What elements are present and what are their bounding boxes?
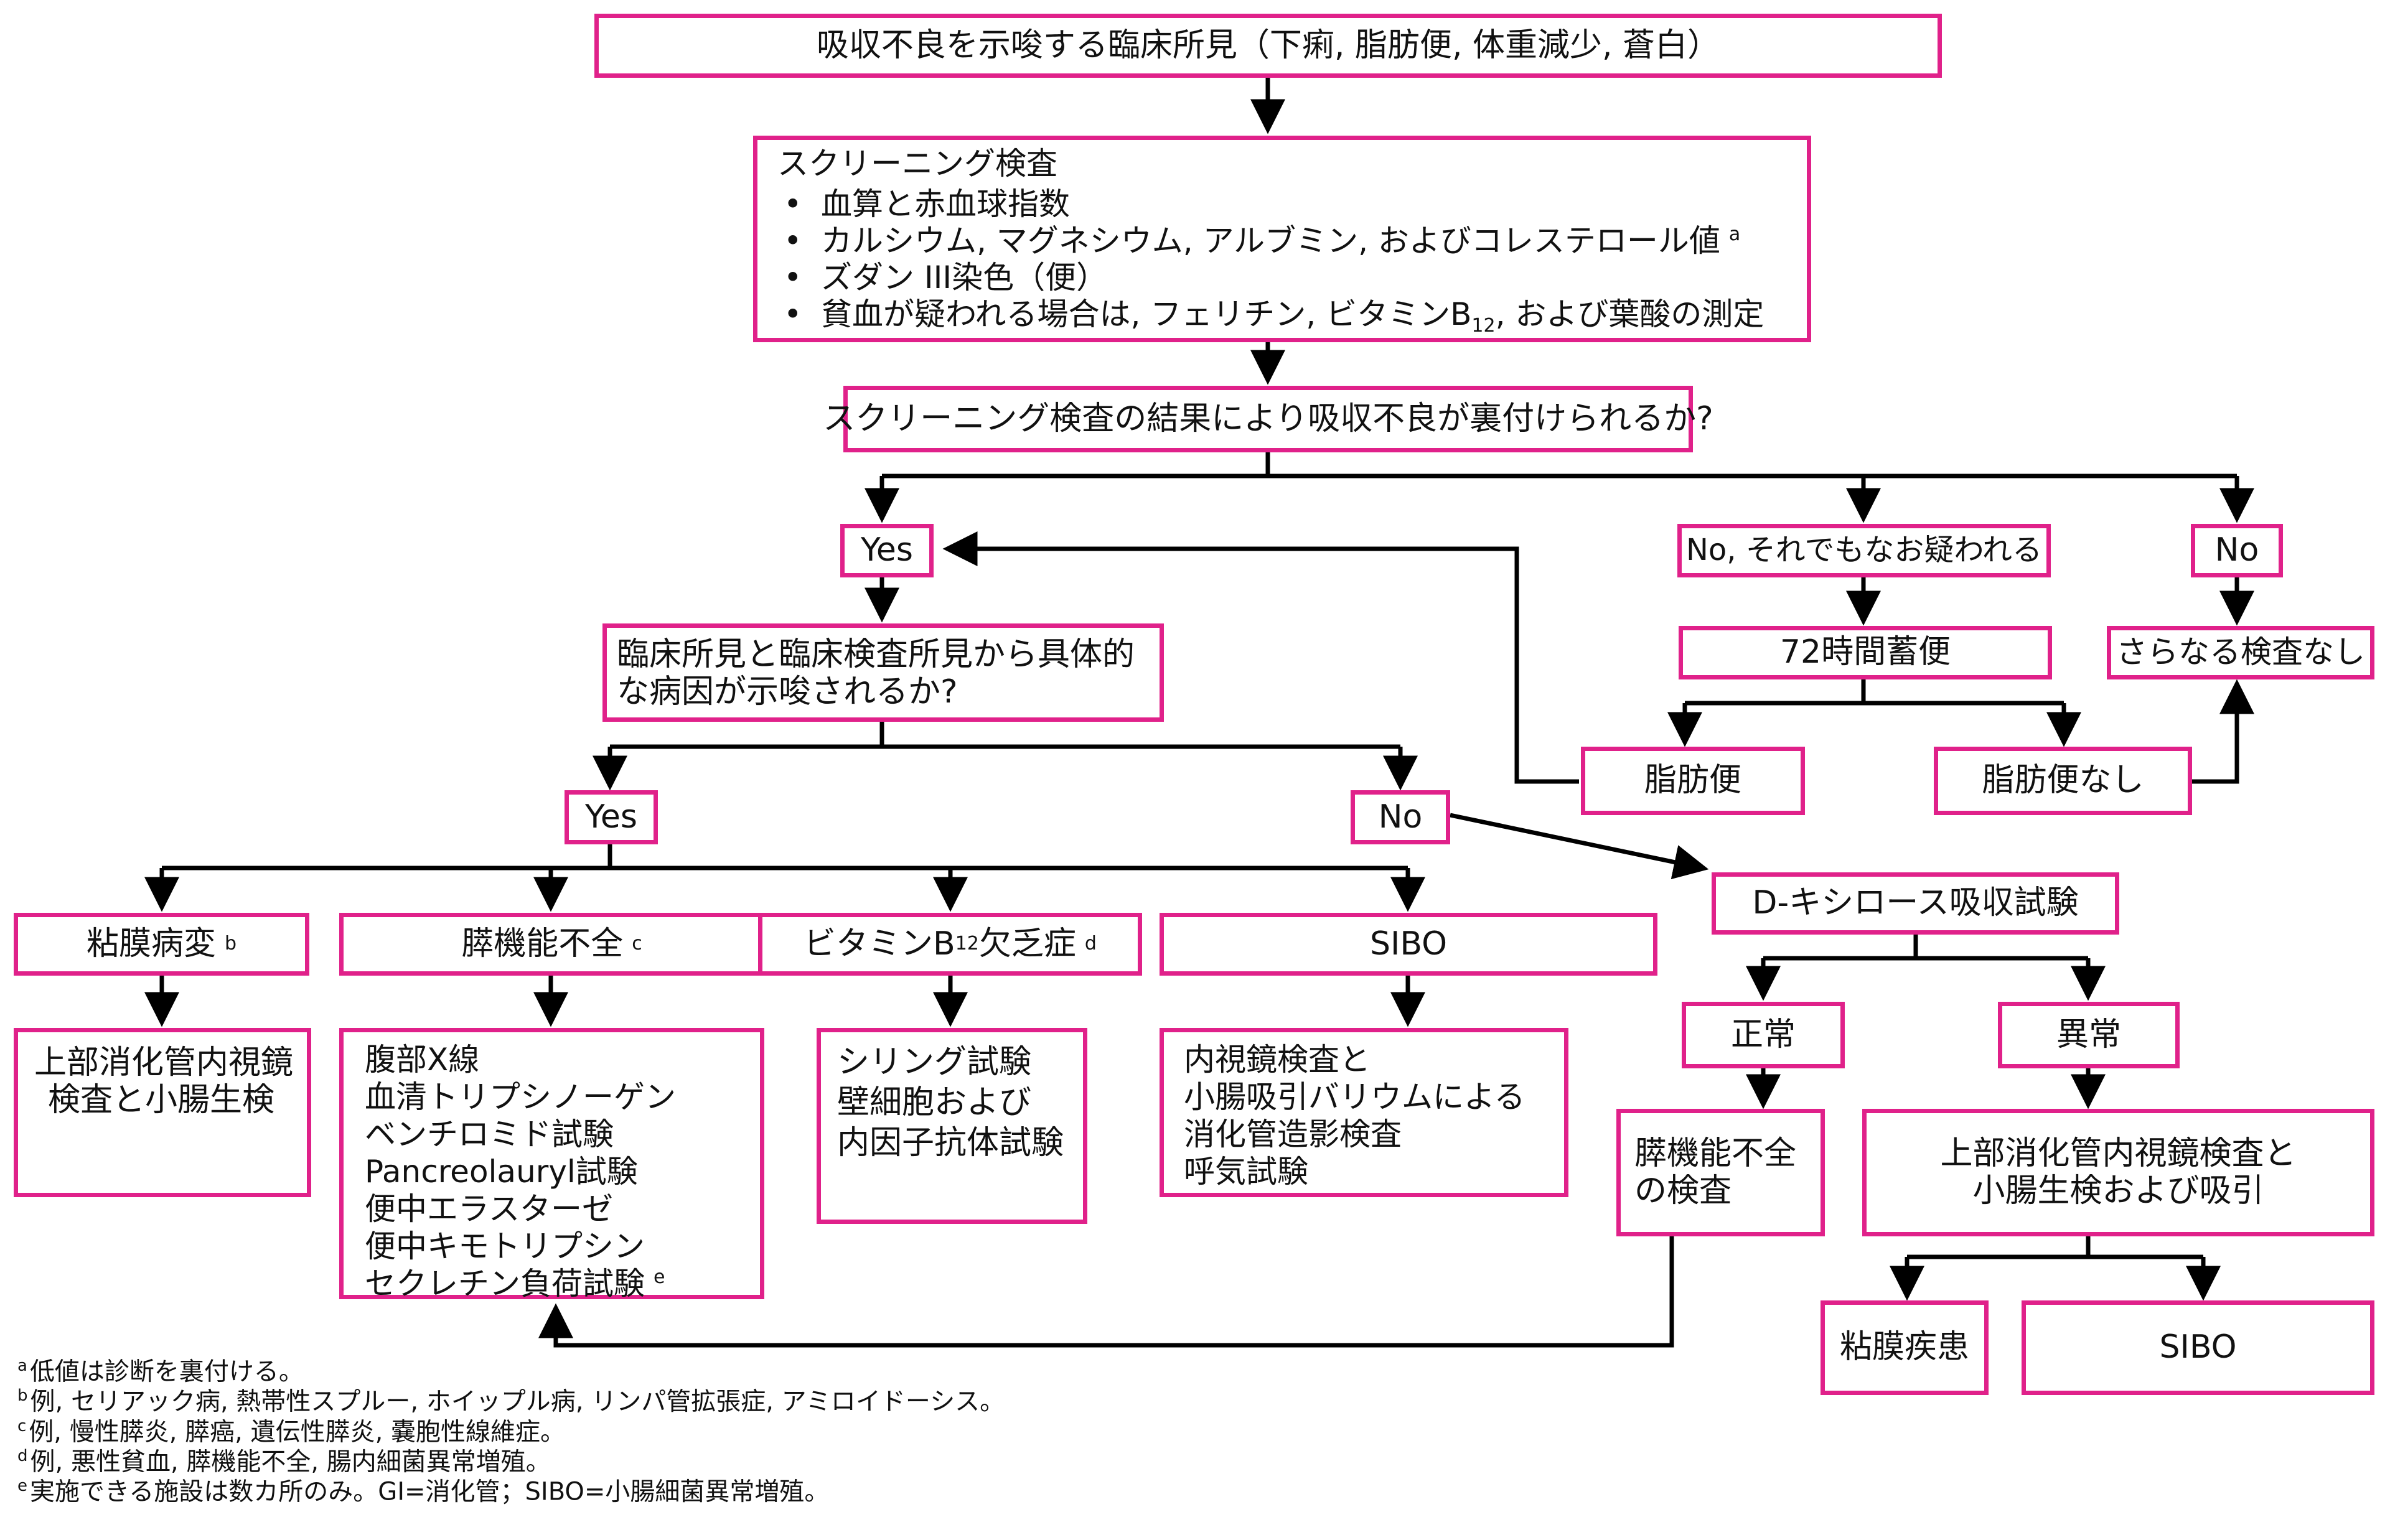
sibo-tests-box: 内視鏡検査と 小腸吸引バリウムによる 消化管造影検査 呼気試験 [1160, 1028, 1568, 1197]
sibo-category-box: SIBO [1160, 913, 1657, 976]
pancreatic-tests-box: 腹部X線 血清トリプシノーゲン ベンチロミド試験 Pancreolauryl試験… [339, 1028, 764, 1302]
specific-cause-question: 臨床所見と臨床検査所見から具体的 な病因が示唆されるか? [602, 623, 1164, 722]
endoscopy-aspirate-box: 上部消化管内視鏡検査と 小腸生検および吸引 [1862, 1109, 2374, 1236]
sibo-result-box: SIBO [2022, 1300, 2374, 1395]
no-but-suspected-box: No, それでもなお疑われる [1677, 524, 2051, 577]
yes-box-2: Yes [565, 790, 658, 844]
screening-tests-box: スクリーニング検査 血算と赤血球指数 カルシウム, マグネシウム, アルブミン,… [753, 136, 1811, 342]
schilling-test-box: シリング試験 壁細胞および 内因子抗体試験 [817, 1028, 1087, 1224]
steatorrhea-box: 脂肪便 [1581, 747, 1805, 815]
screening-item: ズダン III染色（便） [777, 259, 1764, 296]
clinical-findings-box: 吸収不良を示唆する臨床所見（下痢, 脂肪便, 体重減少, 蒼白） [594, 14, 1942, 78]
screening-item: 貧血が疑われる場合は, フェリチン, ビタミンB12, および葉酸の測定 [777, 296, 1764, 337]
arrow-no2-dxylose [1450, 813, 1709, 880]
yes-box-1: Yes [840, 524, 934, 577]
arrow-pancheck-panctests [538, 1236, 1674, 1348]
pancreatic-check-box: 膵機能不全 の検査 [1616, 1109, 1825, 1236]
no-box-1: No [2191, 524, 2283, 577]
screening-title: スクリーニング検査 [777, 146, 1057, 182]
no-steatorrhea-box: 脂肪便なし [1934, 747, 2192, 815]
arrow-nosteat-nofurther [2192, 679, 2254, 784]
screening-item: 血算と赤血球指数 [777, 186, 1764, 223]
d-xylose-test-box: D-キシロース吸収試験 [1712, 872, 2119, 935]
malabsorption-confirmed-question: スクリーニング検査の結果により吸収不良が裏付けられるか? [823, 386, 1713, 452]
screening-list: 血算と赤血球指数 カルシウム, マグネシウム, アルブミン, およびコレステロー… [777, 186, 1764, 337]
normal-box: 正常 [1682, 1002, 1845, 1068]
no-further-tests-box: さらなる検査なし [2107, 626, 2374, 679]
stool-72h-box: 72時間蓄便 [1679, 626, 2052, 679]
arrow-steatorrhea-yes1 [942, 531, 1579, 784]
abnormal-box: 異常 [1998, 1002, 2180, 1068]
clinical-findings-text: 吸収不良を示唆する臨床所見（下痢, 脂肪便, 体重減少, 蒼白） [816, 26, 1720, 64]
endoscopy-biopsy-box: 上部消化管内視鏡 検査と小腸生検 [14, 1028, 311, 1197]
no-box-2: No [1351, 790, 1450, 844]
mucosal-disease-box: 粘膜疾患 [1821, 1300, 1989, 1395]
